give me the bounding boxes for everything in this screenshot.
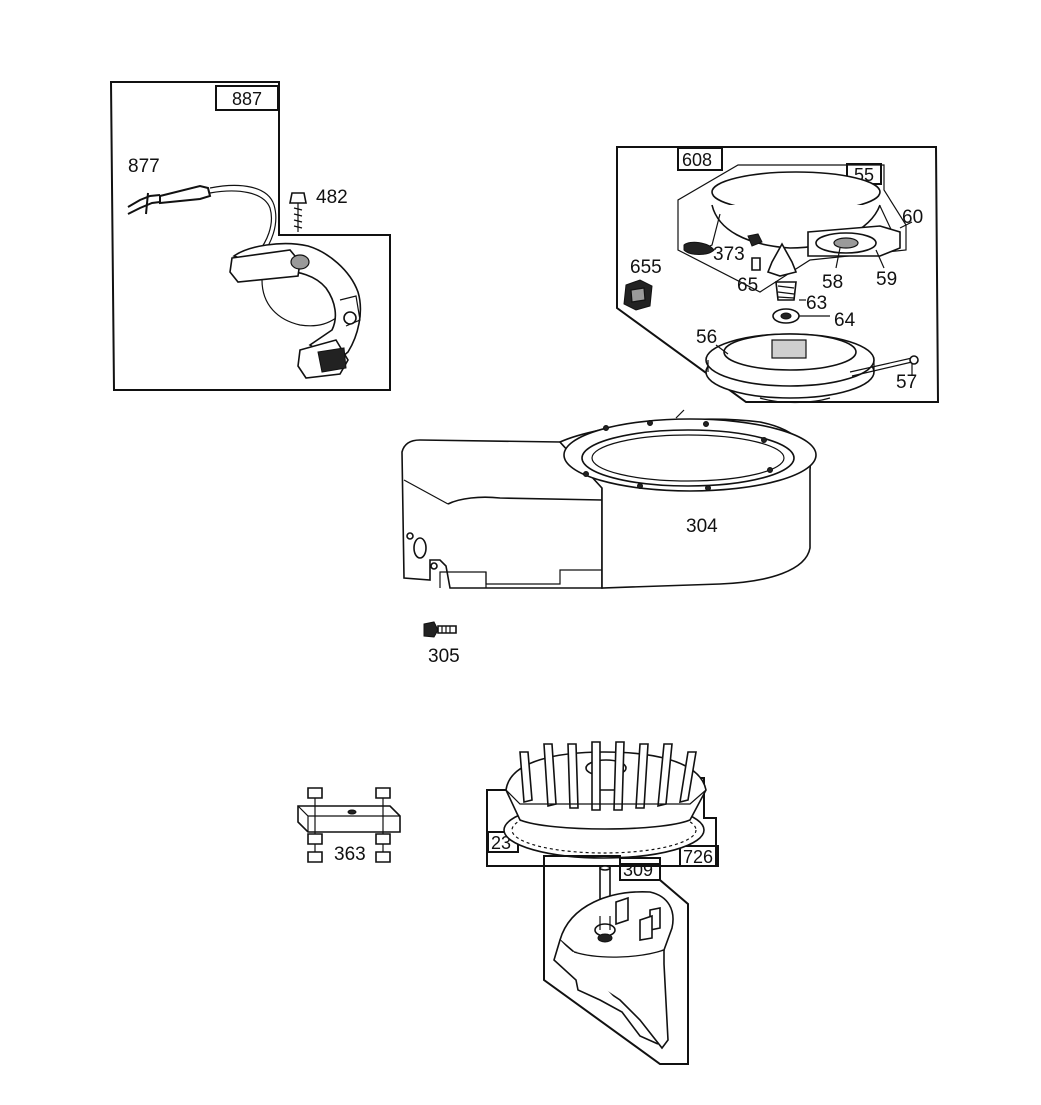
label-58: 58: [822, 272, 843, 293]
flywheel-group: 23 726: [486, 741, 719, 867]
label-63: 63: [806, 293, 827, 314]
ignition-box-outline: [109, 81, 391, 391]
label-59: 59: [876, 269, 897, 290]
flywheel-box-number: 23: [491, 833, 511, 853]
housing-screw: [423, 621, 457, 638]
cylinder-group: 309: [543, 855, 689, 1065]
label-373: 373: [713, 244, 745, 265]
cylinder-box-number: 309: [623, 860, 653, 880]
ignition-box-number: 887: [232, 89, 262, 109]
label-57: 57: [896, 372, 917, 393]
bracket-bolt-left: [307, 787, 323, 863]
ring-gear-number-frame: [679, 845, 719, 867]
label-64: 64: [834, 310, 856, 331]
grommet-inner: [630, 287, 646, 303]
ring-gear-number: 726: [683, 847, 713, 867]
bracket: [297, 787, 401, 863]
starter-box-number-frame: [677, 147, 723, 171]
ignition-armature-group: 887 877: [109, 81, 391, 391]
label-65: 65: [737, 275, 758, 296]
starter-pulley: [705, 333, 919, 404]
label-482: 482: [316, 187, 348, 208]
starter-handle: [807, 221, 913, 269]
label-305: 305: [428, 646, 460, 667]
starter-fasteners: [747, 233, 830, 324]
ignition-box-number-frame: [215, 85, 279, 111]
rewind-starter-group: 608 55: [616, 146, 940, 404]
cylinder-box-number-frame: [619, 857, 661, 881]
armature-body: [229, 242, 362, 379]
flywheel-fins: [519, 741, 697, 811]
label-655: 655: [630, 257, 662, 278]
spark-plug-lead: [127, 184, 337, 327]
starter-box-number: 608: [682, 150, 712, 170]
label-60: 60: [902, 207, 923, 228]
label-56: 56: [696, 327, 717, 348]
starter-box-outline: [616, 146, 940, 403]
armature-screw: [289, 192, 307, 232]
label-877: 877: [128, 156, 160, 177]
label-304: 304: [686, 516, 718, 537]
label-363: 363: [334, 844, 366, 865]
blower-housing: [401, 409, 817, 589]
bracket-bolt-right: [375, 787, 391, 863]
